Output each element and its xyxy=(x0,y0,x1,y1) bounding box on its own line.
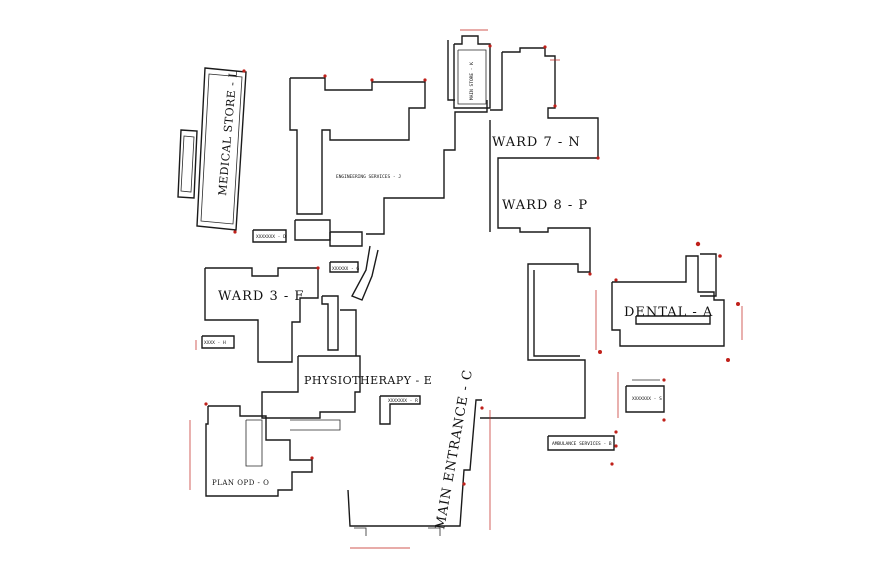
dimension-marker xyxy=(695,241,701,247)
dimension-marker xyxy=(614,278,618,282)
ward-3-block: WARD 3 - F xyxy=(204,266,339,363)
medical-store-label: MEDICAL STORE - L xyxy=(216,69,240,196)
dimension-marker xyxy=(370,78,374,82)
plan-opd-label: PLAN OPD - O xyxy=(212,479,269,487)
dimension-marker xyxy=(316,266,320,270)
dimension-marker xyxy=(242,69,246,73)
main-store-block: MAIN STORE - K xyxy=(453,35,492,109)
small-block-s: XXXXXXX - S xyxy=(625,378,666,422)
ward-7-8-block: WARD 7 - N WARD 8 - P xyxy=(480,45,600,419)
dimension-marker xyxy=(323,74,327,78)
small-block-h-label: XXXX - H xyxy=(204,340,226,346)
dental-label: DENTAL - A xyxy=(624,305,713,320)
dimension-lines xyxy=(189,29,743,549)
small-block-h: XXXX - H xyxy=(201,335,235,349)
ambulance-services-block: AMBULANCE SERVICES - B xyxy=(547,430,618,466)
engineering-services-block: ENGINEERING SERVICES - J xyxy=(289,74,427,247)
physiotherapy-label: PHYSIOTHERAPY - E xyxy=(304,374,432,387)
dimension-marker xyxy=(310,456,314,460)
dimension-marker xyxy=(662,418,666,422)
main-entrance-label: MAIN ENTRANCE - C xyxy=(433,368,476,531)
plan-opd-block: PLAN OPD - O xyxy=(204,402,341,497)
main-entrance-block: MAIN ENTRANCE - C xyxy=(347,368,484,536)
dimension-marker xyxy=(204,402,208,406)
small-block-d-label: XXXXXXX - D xyxy=(256,234,286,240)
small-block-r-label: XXXXXXX - R xyxy=(388,398,418,404)
main-store-label: MAIN STORE - K xyxy=(469,62,475,100)
ward-8-label: WARD 8 - P xyxy=(502,198,588,213)
ambulance-services-label: AMBULANCE SERVICES - B xyxy=(552,441,612,447)
dimension-marker xyxy=(614,430,618,434)
dimension-marker xyxy=(553,104,557,108)
dimension-marker xyxy=(233,230,237,234)
dimension-marker xyxy=(614,444,618,448)
ward-3-label: WARD 3 - F xyxy=(218,289,304,304)
dimension-marker xyxy=(736,302,740,306)
dimension-marker xyxy=(480,406,484,410)
dimension-marker xyxy=(488,44,492,48)
dimension-marker xyxy=(588,272,592,276)
physiotherapy-block: PHYSIOTHERAPY - E xyxy=(261,309,432,419)
dimension-marker xyxy=(598,350,602,354)
small-block-s-label: XXXXXXX - S xyxy=(632,396,662,402)
engineering-services-label: ENGINEERING SERVICES - J xyxy=(336,174,401,180)
dental-block: DENTAL - A xyxy=(598,241,740,362)
dimension-marker xyxy=(423,78,427,82)
dimension-marker xyxy=(662,378,666,382)
dimension-marker xyxy=(610,462,614,466)
dimension-marker xyxy=(726,358,730,362)
dimension-marker xyxy=(462,482,466,486)
dimension-marker xyxy=(718,254,722,258)
medical-store-block: MEDICAL STORE - L xyxy=(177,67,247,234)
north-corridor xyxy=(351,40,488,301)
small-block-g: XXXXXX - G xyxy=(329,261,359,273)
dimension-marker xyxy=(596,156,600,160)
small-block-d: XXXXXXX - D xyxy=(252,229,287,243)
dimension-marker xyxy=(543,45,547,49)
small-block-r: XXXXXXX - R xyxy=(379,395,421,425)
small-block-g-label: XXXXXX - G xyxy=(332,266,359,272)
ward-7-label: WARD 7 - N xyxy=(492,135,581,150)
